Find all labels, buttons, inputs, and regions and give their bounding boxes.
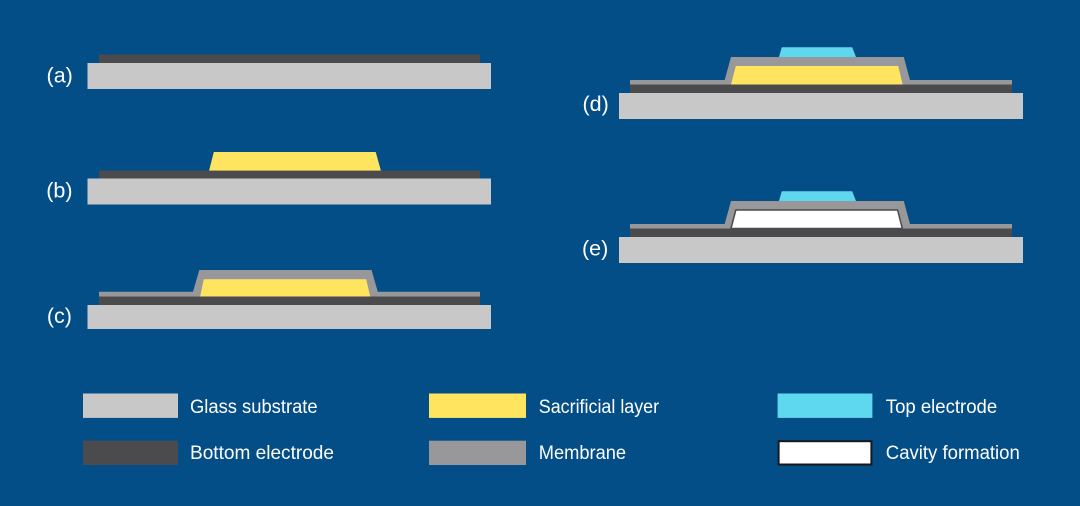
svg-text:(d): (d) — [582, 92, 608, 116]
svg-text:(b): (b) — [46, 179, 72, 203]
svg-text:(a): (a) — [47, 63, 73, 87]
svg-text:Cavity formation: Cavity formation — [886, 443, 1020, 464]
svg-text:Glass substrate: Glass substrate — [190, 397, 318, 418]
svg-text:Top electrode: Top electrode — [886, 397, 997, 418]
svg-text:Bottom electrode: Bottom electrode — [190, 443, 334, 464]
svg-text:Sacrificial layer: Sacrificial layer — [539, 397, 660, 418]
svg-text:(e): (e) — [582, 237, 608, 261]
svg-text:Membrane: Membrane — [539, 443, 626, 464]
svg-text:(c): (c) — [47, 304, 72, 328]
